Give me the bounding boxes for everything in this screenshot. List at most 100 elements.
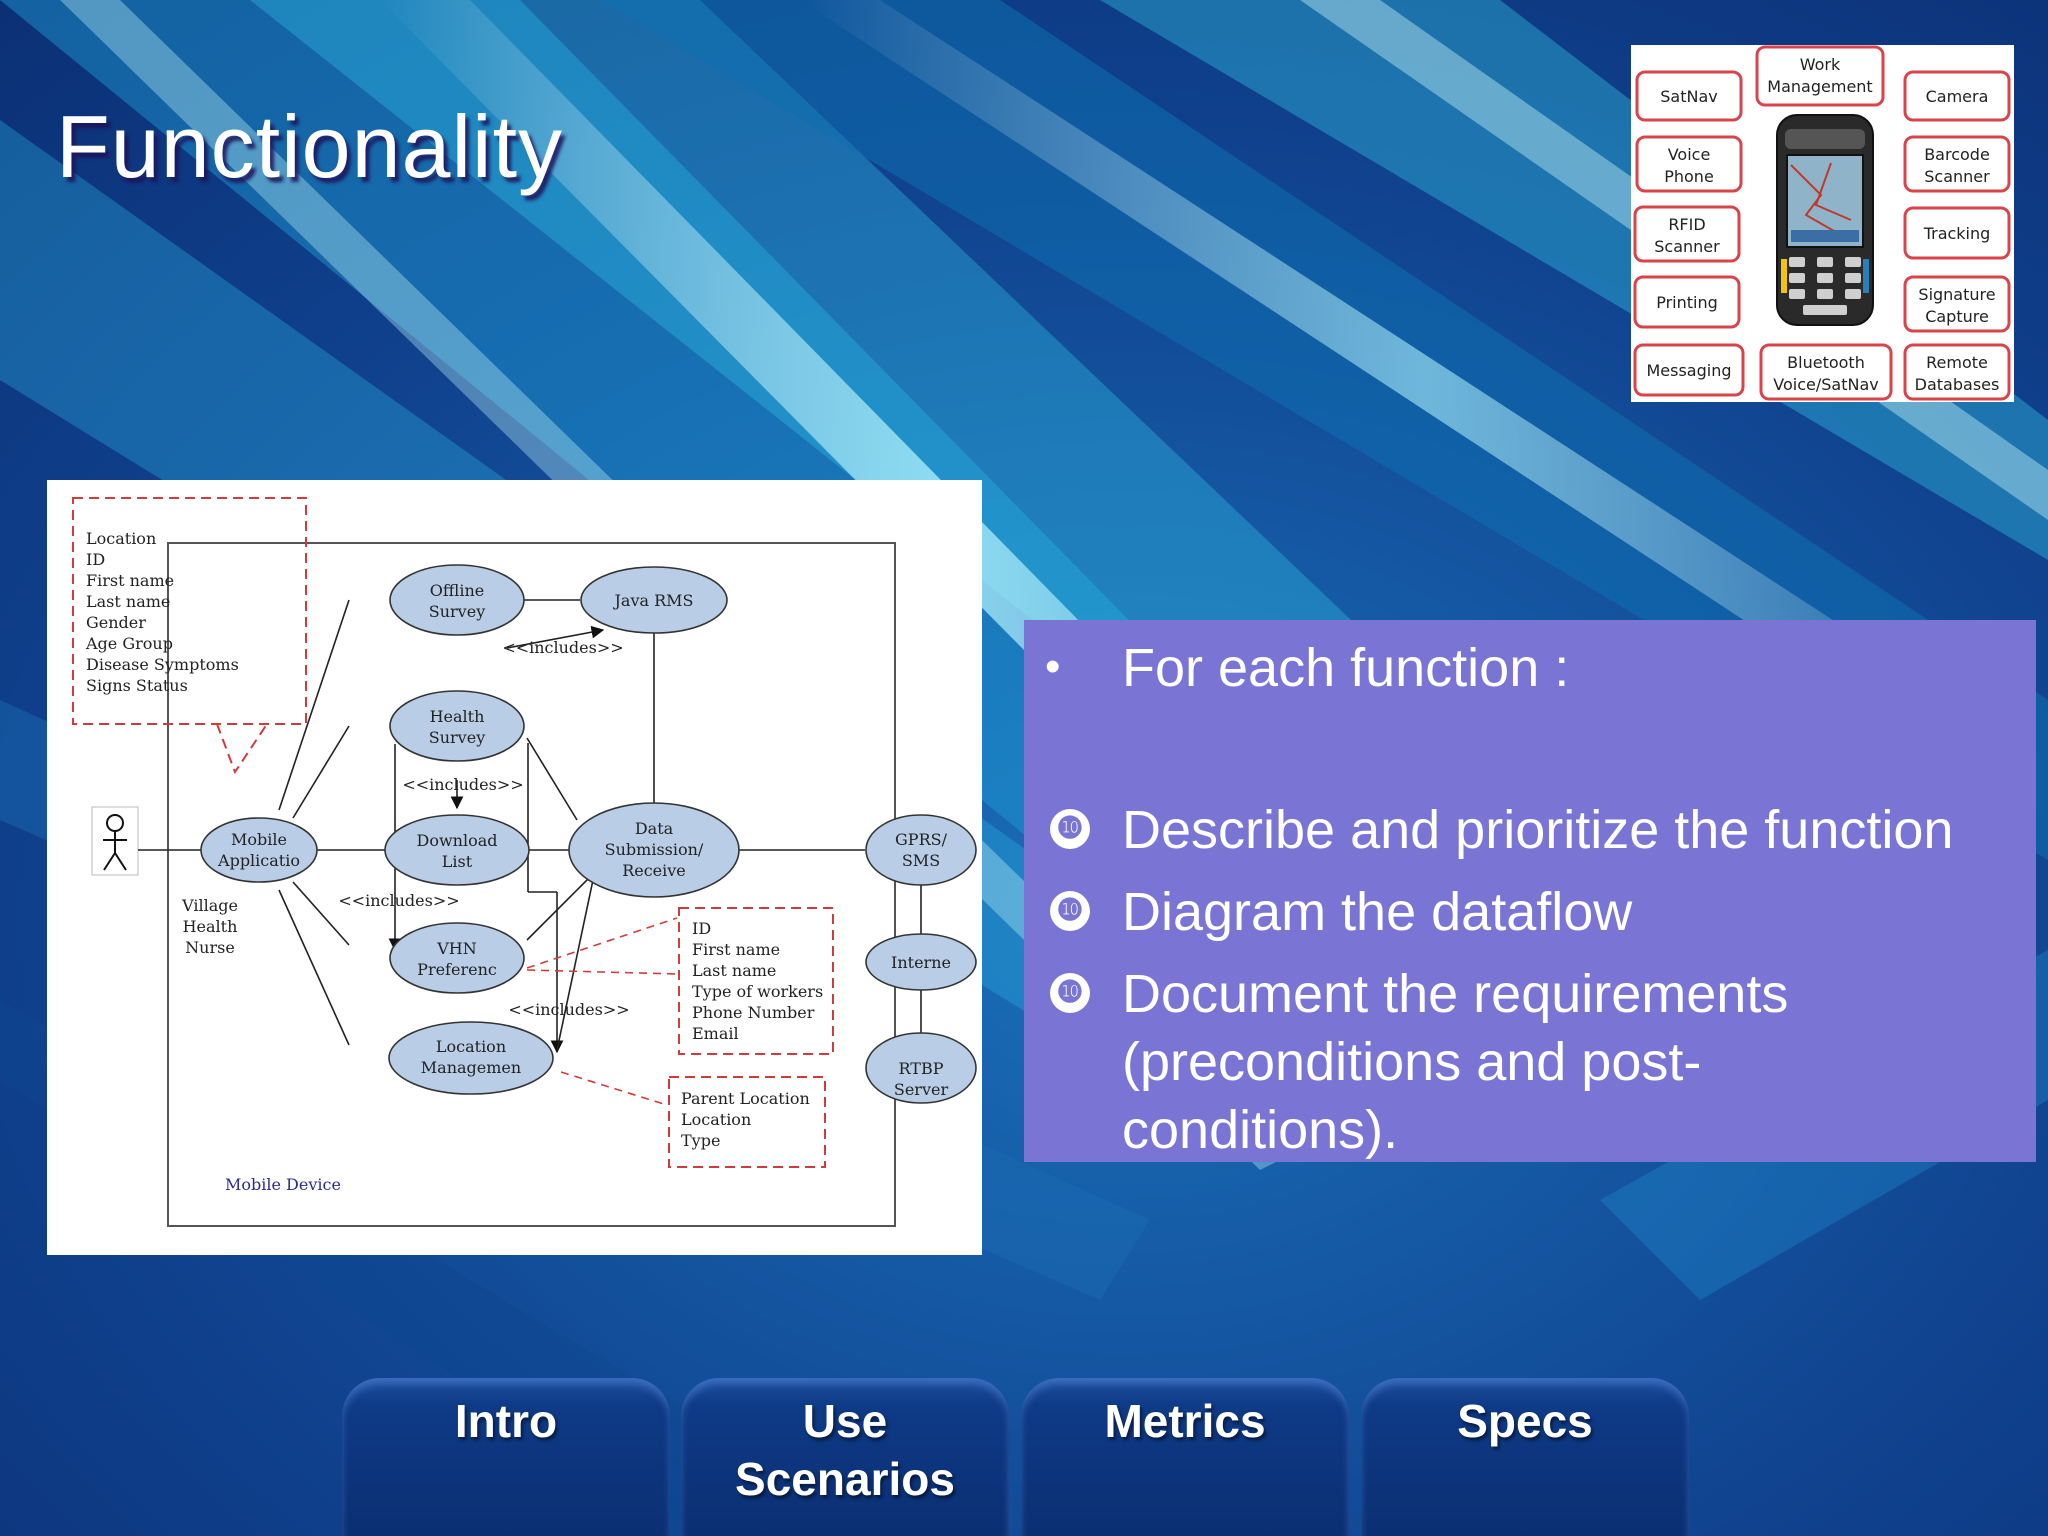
svg-text:Location: Location [681,1110,751,1129]
bullet-text: Diagram the dataflow [1122,882,1633,942]
attribute-text: Gender [86,613,146,632]
feature-label: Voice [1668,145,1711,164]
svg-text:Phone Number: Phone Number [692,1003,815,1022]
svg-text:Offline: Offline [430,581,485,600]
svg-text:Disease Symptoms: Disease Symptoms [86,655,239,674]
attribute-text: Location [681,1110,751,1129]
attribute-text: ID [692,919,711,938]
actor-label-line: Village [181,896,238,915]
feature-label: Work [1800,55,1841,74]
feature-label: Messaging [1646,361,1731,380]
svg-text:Receive: Receive [622,861,686,880]
attribute-text: Parent Location [681,1089,810,1108]
use-case-diagram: Mobile Device Location ID First name Las… [72,497,977,1227]
bullet-text: Document the requirements [1122,964,1789,1024]
svg-text:<<includes>>: <<includes>> [338,891,459,910]
svg-text:Scanner: Scanner [1924,167,1990,186]
svg-text:Type: Type [681,1131,720,1150]
nav-tab-use-scenarios[interactable]: Use Scenarios [681,1378,1009,1536]
svg-text:Preferenc: Preferenc [417,960,497,979]
feature-messaging: Messaging [1633,343,1745,397]
usecase-label: Download [417,831,498,850]
svg-text:Remote: Remote [1926,353,1988,372]
usecase-rtbp-server [865,1032,977,1104]
includes-label: <<includes>> [508,1000,629,1019]
actor-icon [91,806,139,876]
feature-label: Signature [1918,285,1995,304]
svg-text:Voice/SatNav: Voice/SatNav [1773,375,1878,394]
svg-text:Location: Location [436,1037,506,1056]
usecase-label: Server [894,1080,949,1099]
feature-printing: Printing [1633,275,1741,329]
bullet-list-box: • For each function : ❿ Describe and pri… [1024,620,2036,1162]
svg-text:Gender: Gender [86,613,146,632]
usecase-label: Data [635,819,674,838]
usecase-label: VHN [436,939,477,958]
svg-text:Signature: Signature [1918,285,1995,304]
svg-text:SatNav: SatNav [1660,87,1717,106]
note-connectors [526,917,678,1106]
feature-label: Remote [1926,353,1988,372]
svg-text:Java RMS: Java RMS [612,591,693,610]
svg-text:Camera: Camera [1926,87,1989,106]
usecase-label: SMS [902,851,940,870]
svg-text:<<includes>>: <<includes>> [502,638,623,657]
attribute-text: First name [692,940,780,959]
nav-tab-label: Use [802,1395,888,1447]
device-features-diagram: Work Management SatNav Camera Voice Phon… [1633,45,2011,401]
numbered-bullet-icon: ❿ [1050,891,1090,931]
svg-text:Applicatio: Applicatio [217,851,300,870]
nav-tab-metrics[interactable]: Metrics [1021,1378,1349,1536]
usecase-label: GPRS/ [895,830,948,849]
usecase-label: Managemen [421,1058,521,1077]
usecase-label: Receive [622,861,686,880]
svg-text:Interne: Interne [891,953,951,972]
feature-label: Management [1767,77,1872,96]
usecase-health-survey [389,690,525,762]
svg-text:Data: Data [635,819,674,838]
feature-work-management: Work Management [1755,45,1885,107]
usecase-label: Submission/ [605,840,704,859]
actor-label-line: Health [183,917,238,936]
usecase-label: Mobile [231,830,287,849]
svg-text:Parent Location: Parent Location [681,1089,810,1108]
location-attributes-note: Parent Location Location Type [668,1076,826,1168]
svg-text:RTBP: RTBP [899,1059,944,1078]
attribute-text: First name [86,571,174,590]
nav-tab-label: Intro [454,1395,558,1447]
actor-label-line: Nurse [185,938,235,957]
svg-text:Bluetooth: Bluetooth [1787,353,1865,372]
attribute-text: Age Group [85,634,173,653]
feature-label: Bluetooth [1787,353,1865,372]
usecase-label: Java RMS [612,591,693,610]
attribute-text: Email [692,1024,739,1043]
attribute-text: Last name [86,592,170,611]
profile-attributes-note: Location ID First name Last name Gender … [72,497,307,775]
nav-tab-label: Scenarios [735,1453,955,1505]
usecase-label: Survey [429,728,485,747]
usecase-mobile-application [200,817,318,883]
numbered-bullet-icon: ❿ [1050,973,1090,1013]
svg-text:Phone: Phone [1664,167,1714,186]
svg-text:Tracking: Tracking [1923,224,1991,243]
attribute-text: Type [681,1131,720,1150]
feature-label: RFID [1668,215,1705,234]
usecase-label: Preferenc [417,960,497,979]
slide-title: Functionality [56,97,564,196]
usecase-download-list [384,814,530,886]
includes-label: <<includes>> [338,891,459,910]
system-boundary-label: Mobile Device [225,1175,341,1194]
use-case-diagram-image: Mobile Device Location ID First name Las… [47,480,982,1255]
nav-tab-specs[interactable]: Specs [1361,1378,1689,1536]
includes-label: <<includes>> [502,638,623,657]
usecase-label: Location [436,1037,506,1056]
svg-text:Village: Village [181,896,238,915]
usecase-java-rms [580,566,728,634]
attribute-text: Type of workers [692,982,823,1001]
usecase-label: Interne [891,953,951,972]
bullet-text: For each function : [1122,638,1570,698]
feature-label: Databases [1915,375,2000,394]
svg-text:Submission/: Submission/ [605,840,704,859]
nav-tab-intro[interactable]: Intro [342,1378,670,1536]
svg-text:Email: Email [692,1024,739,1043]
